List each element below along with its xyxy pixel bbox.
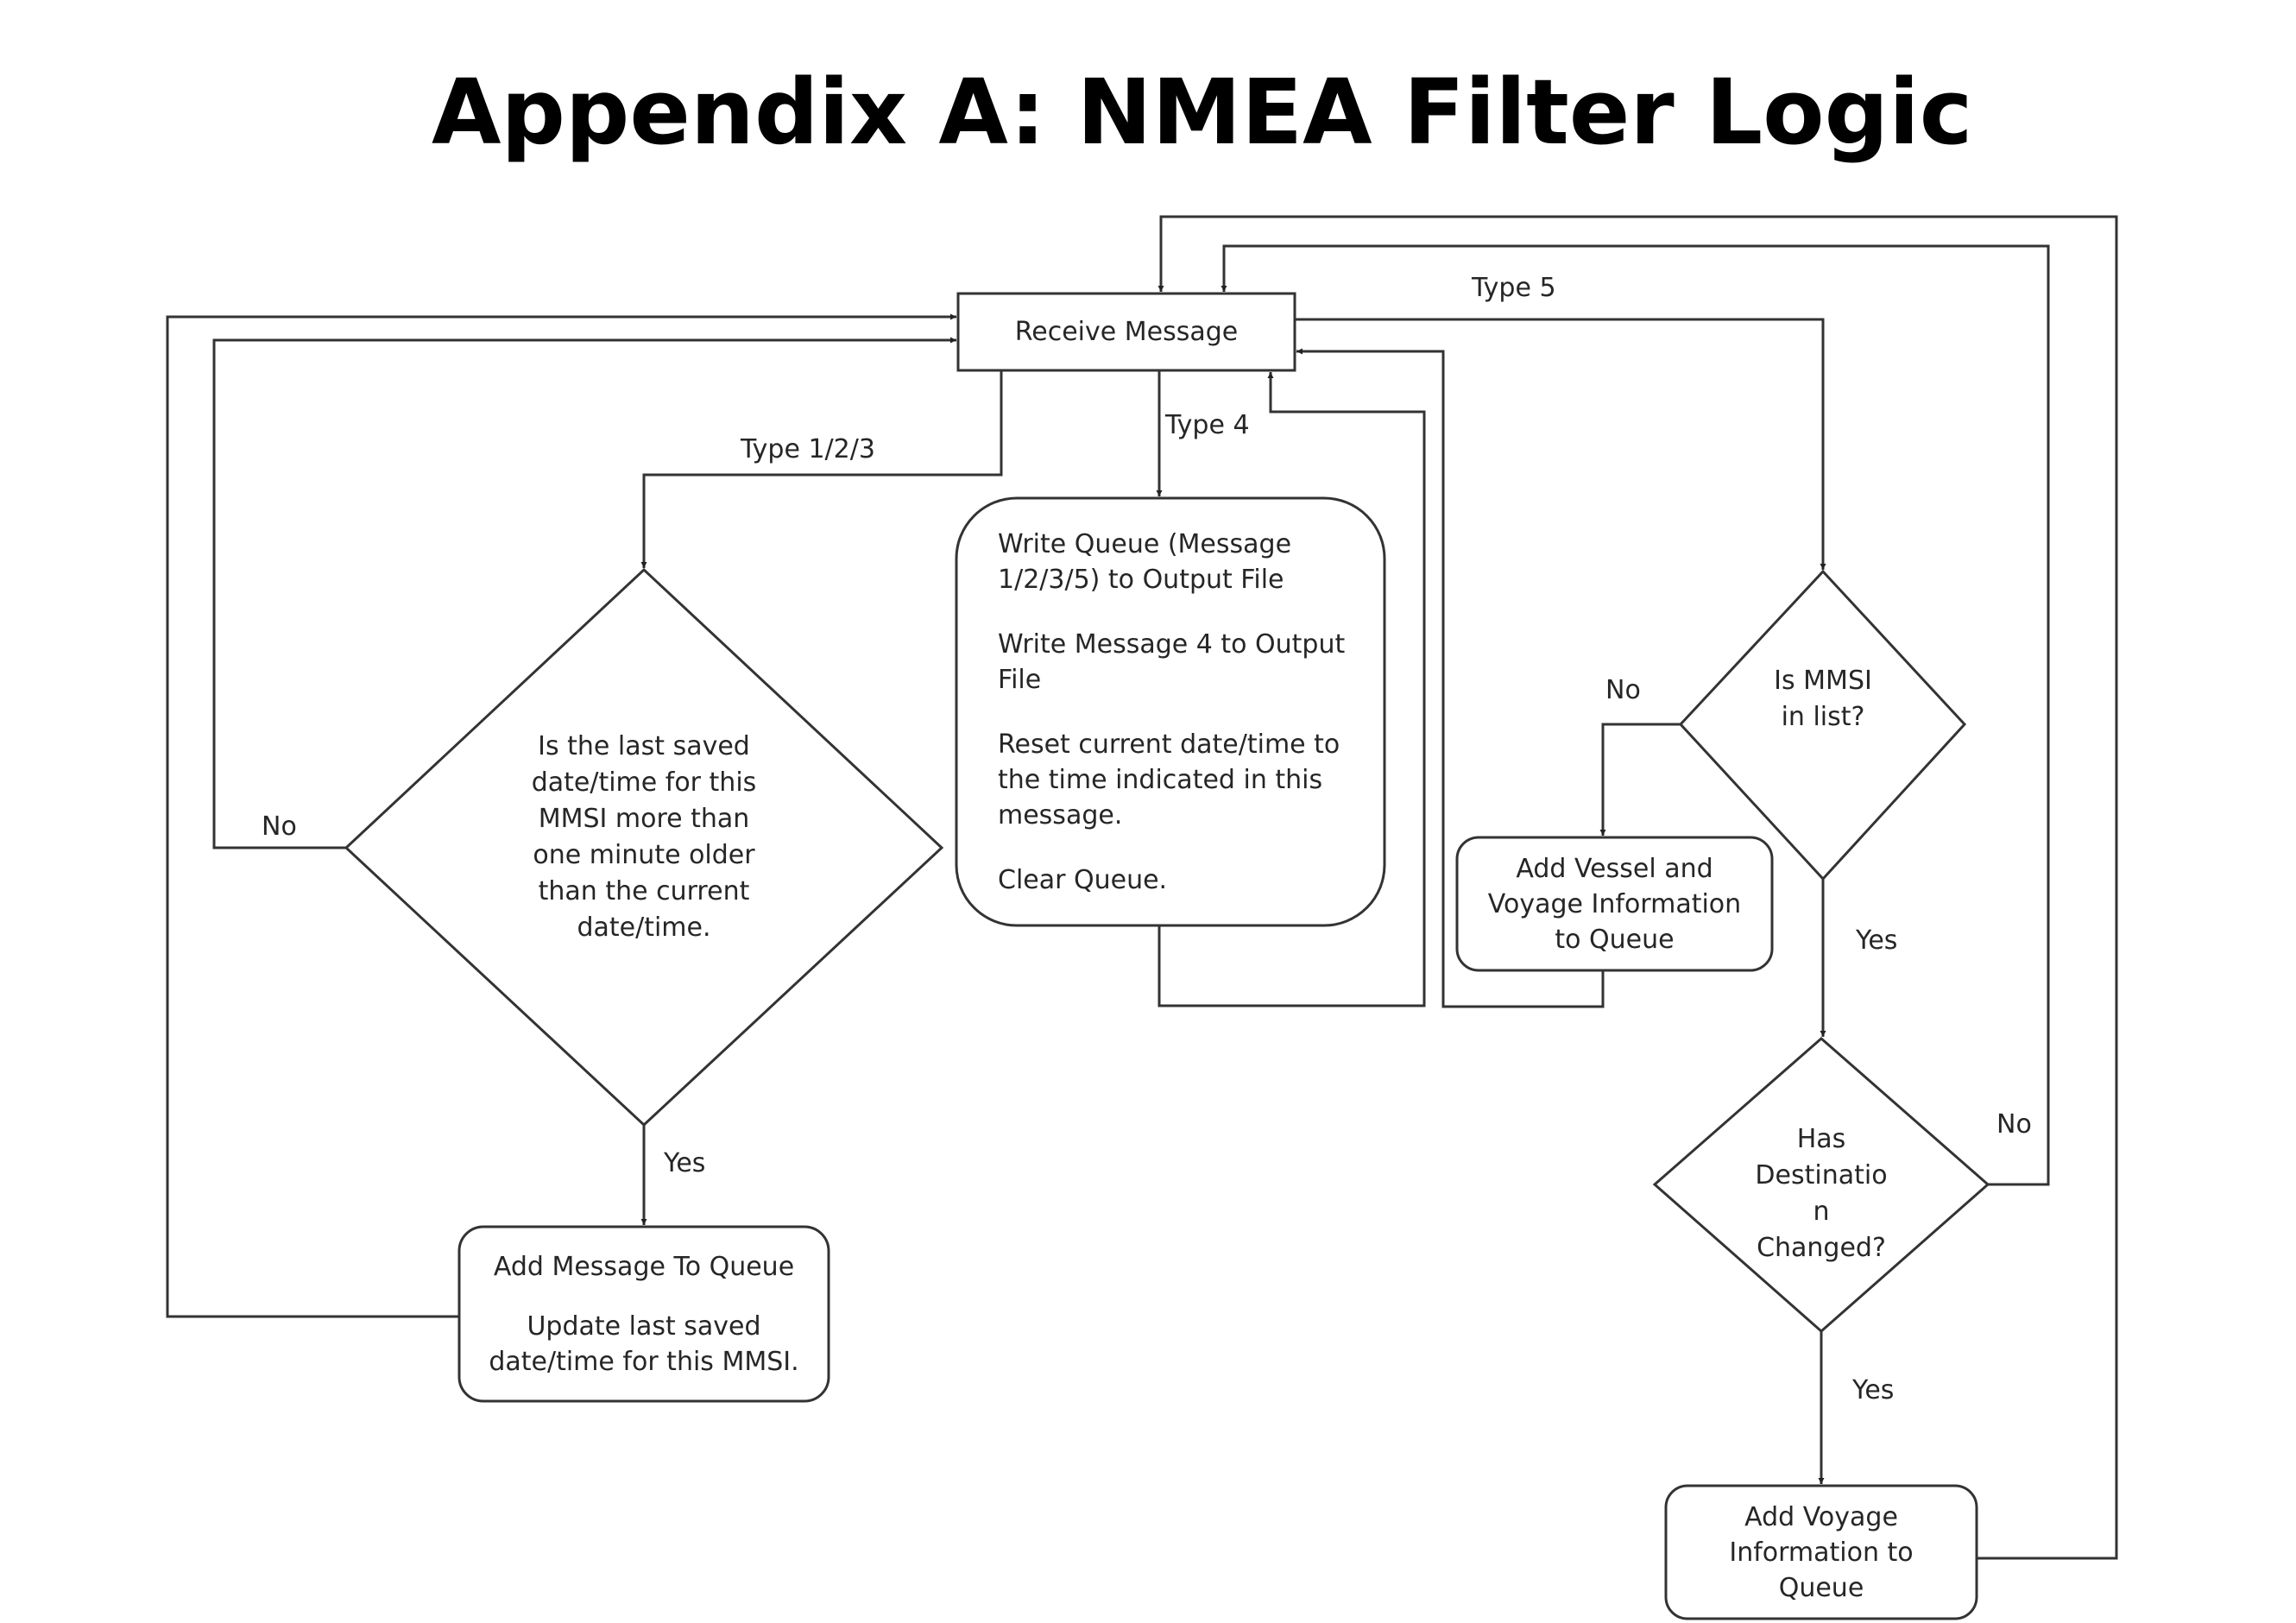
time-decision-line: MMSI more than [538,804,750,834]
edge-time-no [212,337,956,849]
time-decision-line: than the current [538,876,750,906]
label-dest-yes: Yes [1852,1375,1895,1405]
add-voyage-text: Add Voyage Information to Queue [1666,1486,1977,1619]
edge-add-return [166,313,956,1318]
destination-decision-line: Has [1796,1123,1846,1154]
clear-queue-paragraph: Clear Queue. [998,862,1167,898]
write-message4-line: Write Message 4 to Output [998,628,1346,660]
write-queue-line: Write Queue (Message [998,528,1292,559]
label-mmsi-yes: Yes [1856,925,1898,956]
add-message-text: Add Message To Queue Update last saved d… [459,1227,829,1401]
edge-type5 [1295,318,1826,570]
label-type123: Type 1/2/3 [741,434,875,464]
reset-time-line: the time indicated in this [998,764,1323,795]
write-message4-line: File [998,664,1042,695]
time-decision-text: Is the last saved date/time for this MMS… [489,708,799,967]
label-time-yes: Yes [664,1148,706,1178]
edge-type123 [640,370,1003,568]
page-title: Appendix A: NMEA Filter Logic [432,60,1973,165]
destination-decision-line: Destinatio [1755,1159,1888,1190]
label-type4: Type 4 [1165,410,1250,440]
destination-decision-text: Has Destinatio n Changed? [1718,1118,1925,1269]
add-vessel-line: Voyage Information [1487,888,1742,919]
add-voyage-line: Information to [1729,1537,1914,1568]
edge-write-return [1157,372,1426,1007]
add-vessel-line: Add Vessel and [1516,853,1713,884]
edge-dest-no [1221,244,2050,1186]
time-decision-line: one minute older [533,840,755,870]
time-decision-line: date/time for this [531,767,757,798]
write-queue-box [955,496,1386,927]
add-message-box [457,1225,830,1403]
destination-decision-line: Changed? [1757,1232,1886,1263]
time-decision-line: date/time. [577,913,711,943]
add-voyage-line: Add Voyage [1744,1501,1898,1532]
write-queue-text: Write Queue (Message 1/2/3/5) to Output … [998,498,1378,925]
reset-time-line: Reset current date/time to [998,729,1340,760]
label-dest-no: No [1996,1109,2032,1140]
label-time-no: No [262,812,297,842]
edge-mmsi-no [1599,723,1681,836]
clear-queue-line: Clear Queue. [998,864,1168,895]
add-voyage-line: Queue [1778,1572,1864,1603]
mmsi-decision-line: Is MMSI [1774,666,1872,696]
label-mmsi-no: No [1605,675,1641,705]
add-vessel-box [1455,836,1774,972]
time-decision-line: Is the last saved [538,731,750,761]
destination-decision-line: n [1813,1196,1830,1227]
receive-message-text: Receive Message [1014,317,1239,347]
add-message-line: Add Message To Queue [493,1251,795,1282]
label-type5: Type 5 [1472,273,1556,303]
reset-time-line: message. [998,799,1123,830]
reset-time-paragraph: Reset current date/time to the time indi… [998,727,1340,833]
update-saved-line: date/time for this MMSI. [489,1346,799,1377]
receive-message-box [956,292,1296,372]
edge-voyage-return [1157,215,2118,1560]
add-vessel-text: Add Vessel and Voyage Information to Que… [1457,837,1772,970]
edge-vessel-return [1296,348,1605,1008]
write-queue-paragraph: Write Queue (Message 1/2/3/5) to Output … [998,527,1291,597]
write-queue-line: 1/2/3/5) to Output File [998,564,1284,595]
mmsi-decision-line: in list? [1781,702,1865,732]
update-saved-line: Update last saved [527,1310,761,1342]
mmsi-decision-text: Is MMSI in list? [1718,656,1928,742]
write-message4-paragraph: Write Message 4 to Output File [998,627,1345,698]
receive-message-label: Receive Message [958,294,1295,370]
add-voyage-box [1664,1484,1978,1620]
add-vessel-line: to Queue [1555,924,1675,955]
